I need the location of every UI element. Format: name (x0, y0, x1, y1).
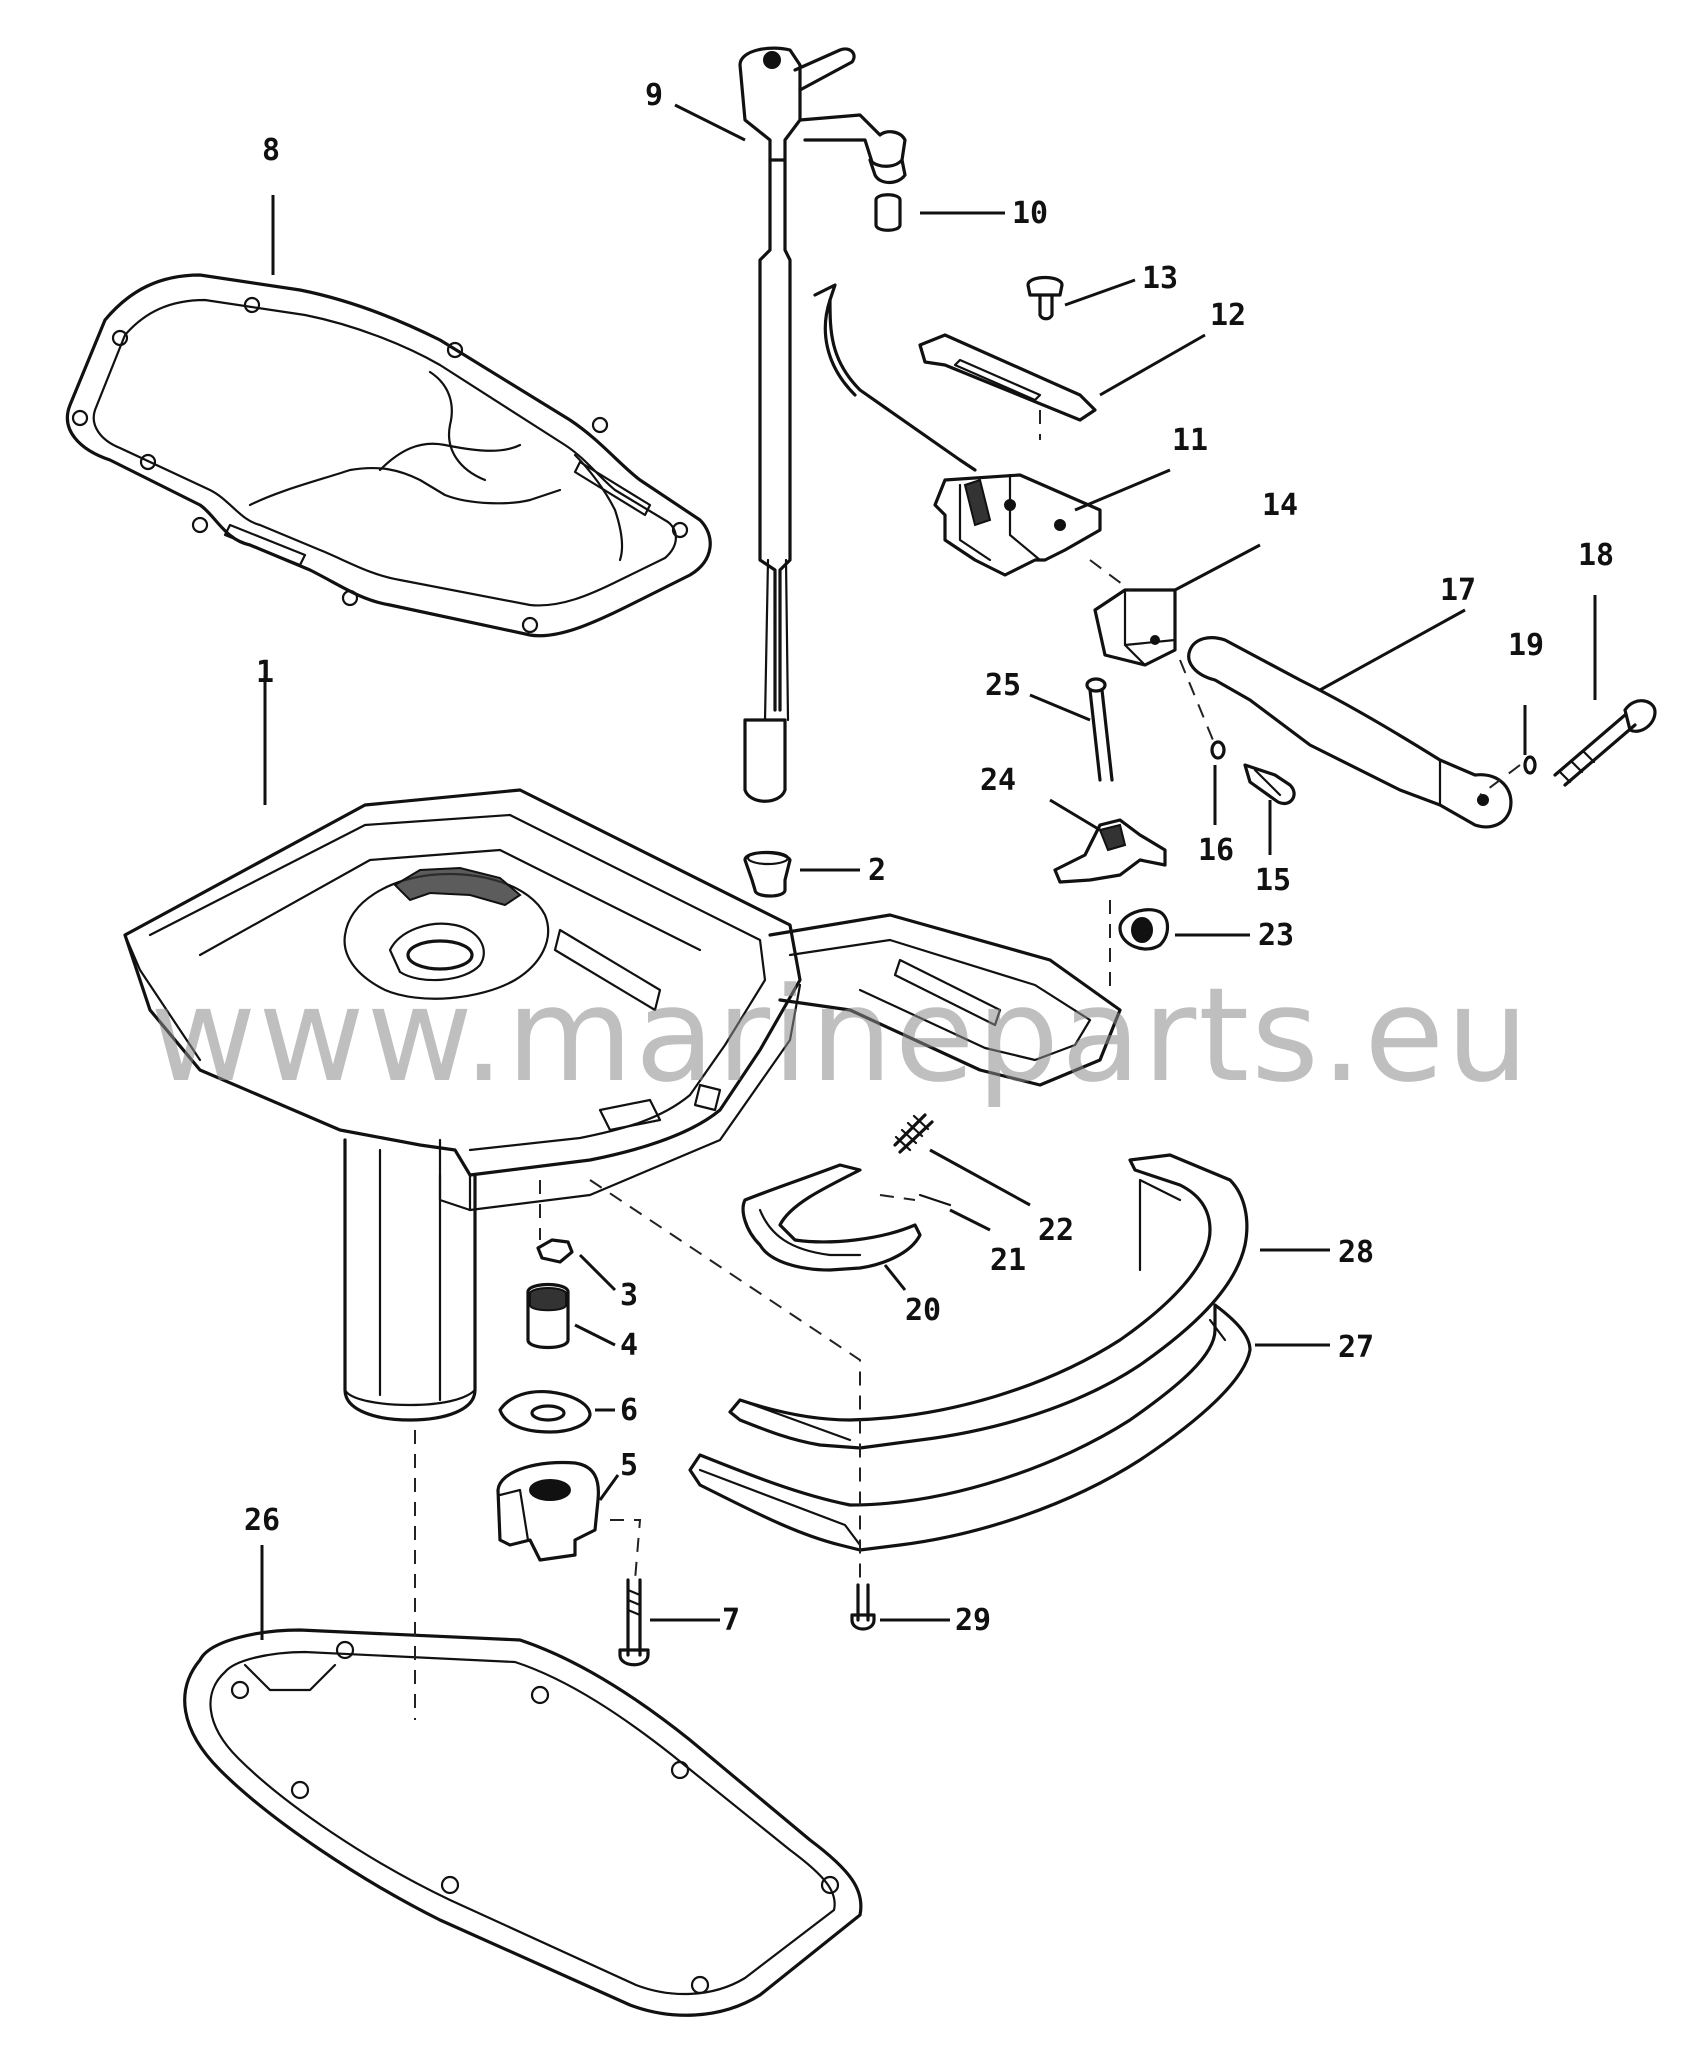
shift-bracket-part-11 (813, 283, 1102, 577)
bumper-part-27 (688, 1303, 1252, 1552)
block-part-14 (1093, 588, 1177, 667)
callout-9: 9 (645, 78, 663, 113)
callout-11: 11 (1172, 423, 1208, 458)
callout-14: 14 (1262, 488, 1298, 523)
callout-13: 13 (1142, 261, 1178, 296)
callout-25: 25 (985, 668, 1021, 703)
callout-5: 5 (620, 1448, 638, 1483)
callout-1: 1 (256, 655, 274, 690)
callout-6: 6 (620, 1393, 638, 1428)
plate-part-12 (918, 333, 1097, 422)
spring-part-22 (893, 1113, 934, 1154)
callout-10: 10 (1012, 196, 1048, 231)
callout-16: 16 (1198, 833, 1234, 868)
watermark-text: www.marineparts.eu (150, 959, 1531, 1111)
bushing-part-23 (1118, 908, 1170, 951)
callout-8: 8 (262, 133, 280, 168)
lower-gasket-part-26 (183, 1628, 863, 2017)
bushing-part-10 (874, 193, 902, 232)
clamp-bracket-part-5 (496, 1460, 601, 1562)
callout-27: 27 (1338, 1330, 1374, 1365)
washer-part-16 (1210, 740, 1226, 760)
callout-2: 2 (868, 853, 886, 888)
callout-24: 24 (980, 763, 1016, 798)
callout-3: 3 (620, 1278, 638, 1313)
callout-29: 29 (955, 1603, 991, 1638)
callout-26: 26 (244, 1503, 280, 1538)
callout-4: 4 (620, 1328, 638, 1363)
bushing-part-4 (526, 1282, 570, 1350)
washer-part-19 (1523, 755, 1537, 775)
nut-part-3 (536, 1238, 574, 1264)
callout-23: 23 (1258, 918, 1294, 953)
callout-22: 22 (1038, 1213, 1074, 1248)
adapter-plate-part-1 (123, 788, 1122, 1422)
screw-part-29 (850, 1583, 876, 1631)
bumper-part-28 (728, 1153, 1249, 1450)
callout-19: 19 (1508, 628, 1544, 663)
assembly-lines (414, 410, 1521, 1720)
pin-part-21 (918, 1193, 952, 1207)
callout-21: 21 (990, 1243, 1026, 1278)
callout-15: 15 (1255, 863, 1291, 898)
callout-labels: 1 2 3 4 5 6 7 8 9 10 11 12 13 14 15 16 1… (244, 78, 1614, 1638)
callout-18: 18 (1578, 538, 1614, 573)
bracket-part-24 (1053, 818, 1167, 884)
latch-part-20 (741, 1163, 922, 1272)
bolt-part-18 (1553, 699, 1657, 787)
callout-17: 17 (1440, 573, 1476, 608)
shift-lever-part-17 (1187, 636, 1513, 829)
rod-bushing-part-2 (743, 850, 792, 898)
screw-part-7 (618, 1578, 650, 1667)
callout-28: 28 (1338, 1235, 1374, 1270)
shift-rod-part-9 (738, 46, 907, 803)
pin-part-25 (1085, 677, 1114, 782)
screw-part-13 (1026, 275, 1064, 321)
callout-7: 7 (722, 1603, 740, 1638)
leader-lines (260, 103, 1597, 1640)
washer-part-6 (498, 1389, 592, 1434)
upper-gasket-part-8 (65, 273, 712, 638)
pin-part-15 (1243, 763, 1296, 806)
callout-12: 12 (1210, 298, 1246, 333)
callout-20: 20 (905, 1293, 941, 1328)
